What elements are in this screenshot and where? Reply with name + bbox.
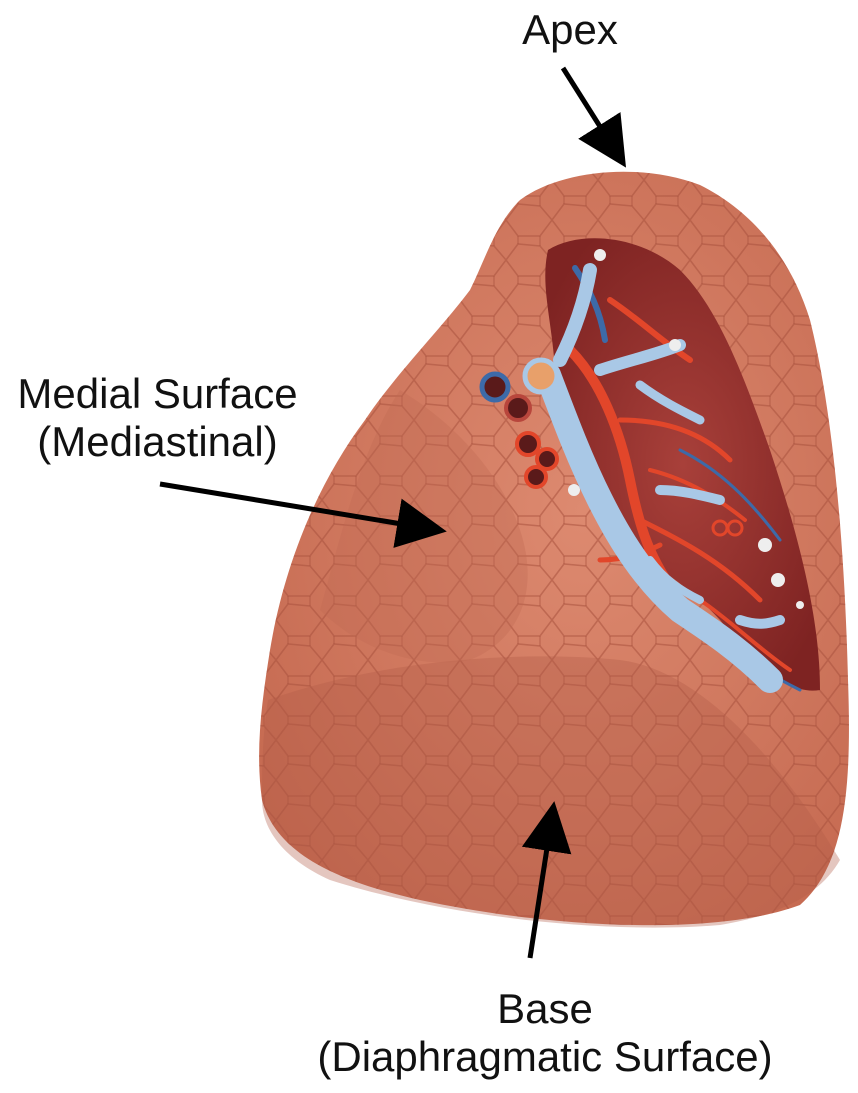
base-label-line1: Base	[285, 985, 805, 1033]
base-label-line2: (Diaphragmatic Surface)	[285, 1033, 805, 1081]
base-label: Base (Diaphragmatic Surface)	[285, 985, 805, 1081]
apex-label-text: Apex	[522, 6, 618, 53]
apex-arrow	[563, 68, 618, 155]
medial-surface-label: Medial Surface (Mediastinal)	[0, 370, 315, 466]
medial-surface-label-line1: Medial Surface	[0, 370, 315, 418]
apex-label: Apex	[470, 6, 670, 54]
medial-surface-label-line2: (Mediastinal)	[0, 418, 315, 466]
